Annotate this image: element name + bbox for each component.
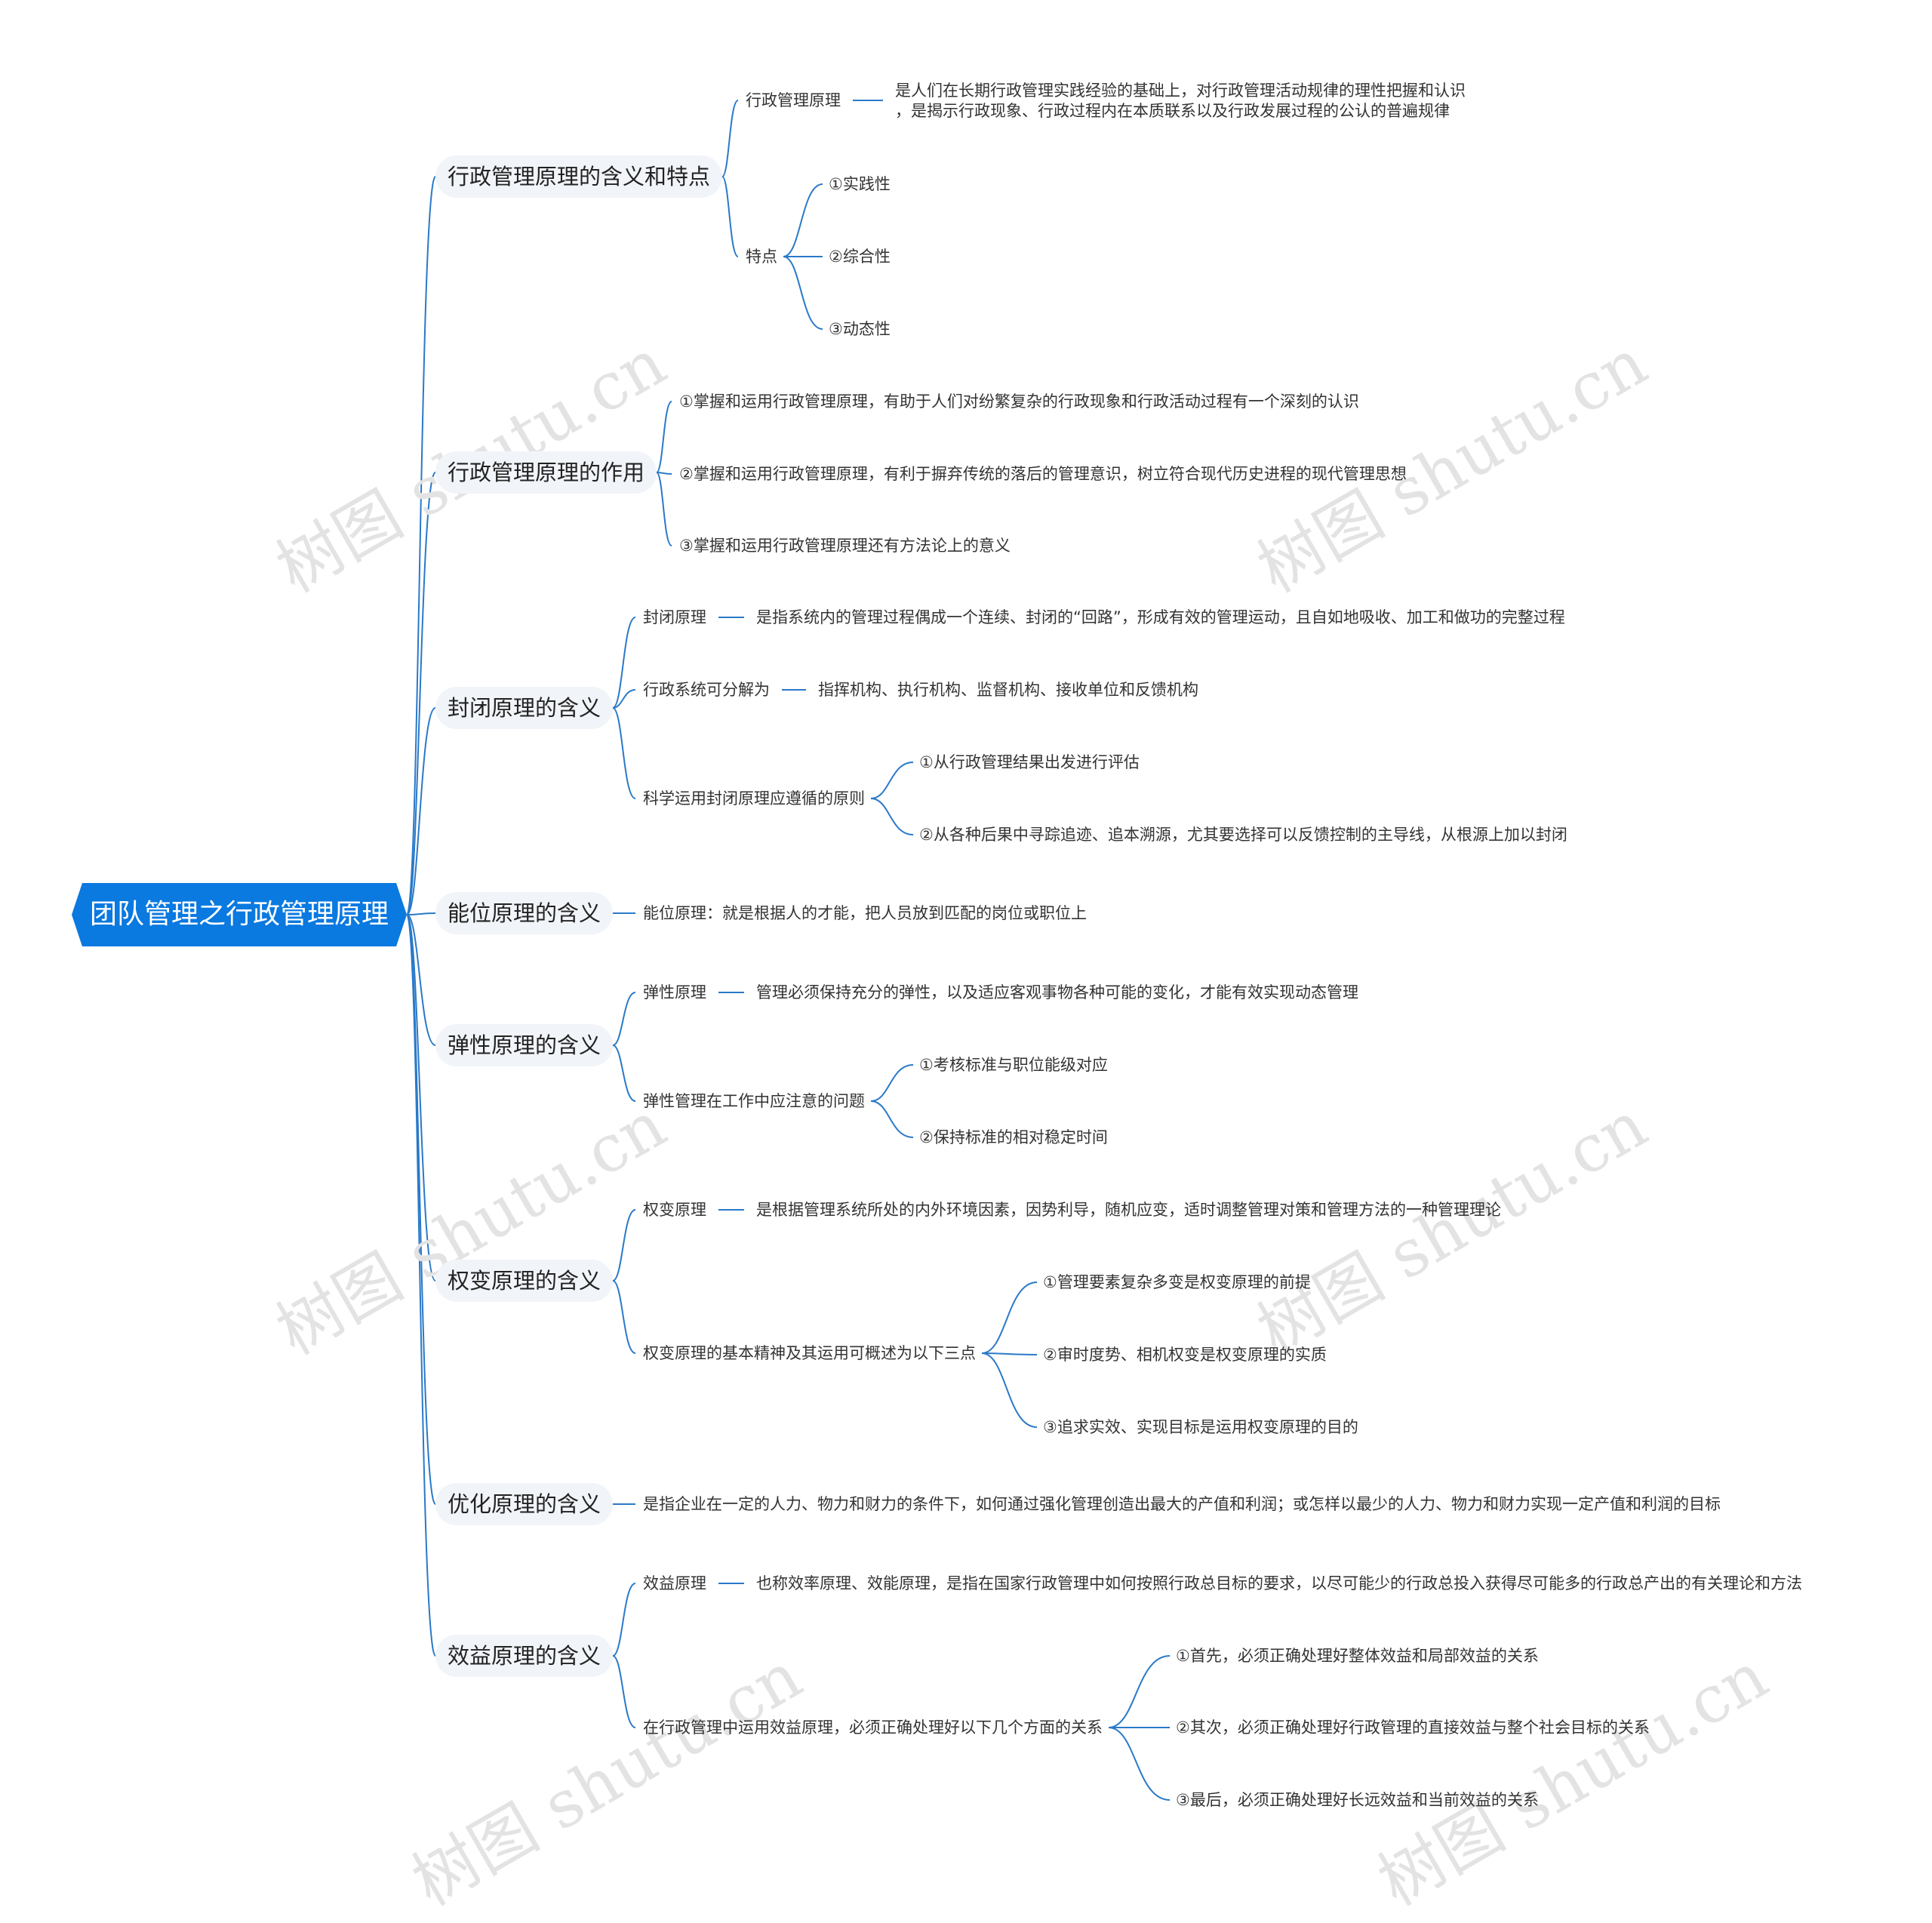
connector-line [406, 707, 436, 915]
branch-topic[interactable]: 封闭原理的含义 [435, 687, 614, 729]
connector-line [1108, 1727, 1171, 1801]
detail-node[interactable]: 指挥机构、执行机构、监督机构、接收单位和反馈机构 [818, 681, 1198, 699]
detail-node[interactable]: ②其次，必须正确处理好行政管理的直接效益与整个社会目标的关系 [1176, 1718, 1650, 1737]
detail-node[interactable]: ③动态性 [829, 320, 891, 338]
connector-line [612, 1280, 636, 1354]
connector-line [406, 472, 436, 915]
branch-topic[interactable]: 行政管理原理的作用 [435, 451, 657, 494]
connector-line [406, 176, 436, 915]
subtopic-node[interactable]: 是指企业在一定的人力、物力和财力的条件下，如何通过强化管理创造出最大的产值和利润… [643, 1495, 1721, 1513]
subtopic-node[interactable]: 行政系统可分解为 [643, 681, 770, 699]
connector-line [1108, 1655, 1171, 1728]
connector-line [612, 1583, 636, 1657]
detail-node[interactable]: ①考核标准与职位能级对应 [919, 1056, 1108, 1074]
subtopic-node[interactable]: 特点 [746, 248, 777, 266]
detail-node[interactable]: ②保持标准的相对稳定时间 [919, 1128, 1108, 1146]
detail-node[interactable]: ①首先，必须正确处理好整体效益和局部效益的关系 [1176, 1647, 1539, 1665]
branch-topic[interactable]: 弹性原理的含义 [435, 1024, 614, 1066]
subtopic-node[interactable]: ①掌握和运用行政管理原理，有助于人们对纷繁复杂的行政现象和行政活动过程有一个深刻… [679, 392, 1359, 411]
subtopic-node[interactable]: 权变原理 [643, 1201, 706, 1219]
detail-node-line2[interactable]: ，是揭示行政现象、行政过程内在本质联系以及行政发展过程的公认的普遍规律 [895, 102, 1450, 120]
branch-topic[interactable]: 优化原理的含义 [435, 1483, 614, 1525]
connector-line [870, 762, 914, 799]
connector-line [612, 617, 636, 709]
detail-node[interactable]: 是人们在长期行政管理实践经验的基础上，对行政管理活动规律的理性把握和认识 [895, 82, 1466, 100]
detail-node[interactable]: 是指系统内的管理过程偶成一个连续、封闭的“回路”，形成有效的管理运动，且自如地吸… [756, 608, 1565, 626]
connector-line [406, 912, 436, 915]
branch-topic[interactable]: 能位原理的含义 [435, 892, 614, 934]
detail-node[interactable]: ①实践性 [829, 175, 891, 193]
subtopic-node[interactable]: 权变原理的基本精神及其运用可概述为以下三点 [643, 1344, 976, 1362]
connector-line [981, 1352, 1038, 1355]
detail-node[interactable]: 管理必须保持充分的弹性，以及适应客观事物各种可能的变化，才能有效实现动态管理 [756, 983, 1358, 1001]
connector-line [721, 100, 739, 177]
connector-line [406, 914, 436, 1281]
detail-node[interactable]: ②综合性 [829, 248, 891, 266]
connector-lines [406, 100, 1171, 1801]
detail-node[interactable]: 是根据管理系统所处的内外环境因素，因势利导，随机应变，适时调整管理对策和管理方法… [756, 1201, 1501, 1219]
subtopic-node[interactable]: 在行政管理中运用效益原理，必须正确处理好以下几个方面的关系 [643, 1718, 1103, 1737]
connector-line [783, 256, 823, 330]
subtopic-node[interactable]: 效益原理 [643, 1574, 706, 1592]
connector-line [870, 798, 914, 835]
connector-line [981, 1352, 1038, 1428]
connector-line [612, 1209, 636, 1281]
root-topic[interactable]: 团队管理之行政管理原理 [72, 883, 407, 946]
connector-line [783, 183, 823, 257]
detail-node[interactable]: ③最后，必须正确处理好长远效益和当前效益的关系 [1176, 1791, 1539, 1809]
connector-line [721, 176, 739, 257]
connector-line [406, 914, 436, 1505]
subtopic-node[interactable]: 科学运用封闭原理应遵循的原则 [643, 789, 865, 808]
detail-node[interactable]: ②从各种后果中寻踪追迹、追本溯源，尤其要选择可以反馈控制的主导线，从根源上加以封… [919, 826, 1567, 844]
detail-node[interactable]: 也称效率原理、效能原理，是指在国家行政管理中如何按照行政总目标的要求，以尽可能少… [756, 1574, 1802, 1592]
detail-node[interactable]: ①管理要素复杂多变是权变原理的前提 [1043, 1273, 1311, 1291]
subtopic-node[interactable]: ③掌握和运用行政管理原理还有方法论上的意义 [679, 537, 1011, 555]
subtopic-node[interactable]: ②掌握和运用行政管理原理，有利于摒弃传统的落后的管理意识，树立符合现代历史进程的… [679, 465, 1407, 483]
subtopic-node[interactable]: 弹性管理在工作中应注意的问题 [643, 1092, 865, 1110]
detail-node[interactable]: ③追求实效、实现目标是运用权变原理的目的 [1043, 1418, 1358, 1436]
connector-line [612, 707, 636, 799]
branch-topic[interactable]: 效益原理的含义 [435, 1635, 614, 1677]
branch-topic[interactable]: 行政管理原理的含义和特点 [435, 155, 723, 198]
connector-line [656, 472, 672, 475]
subtopic-node[interactable]: 能位原理：就是根据人的才能，把人员放到匹配的岗位或职位上 [643, 904, 1087, 922]
connector-line [406, 914, 436, 1657]
connector-line [406, 914, 436, 1046]
connector-line [612, 992, 636, 1046]
connector-line [612, 1045, 636, 1102]
detail-node[interactable]: ②审时度势、相机权变是权变原理的实质 [1043, 1346, 1327, 1364]
connector-line [870, 1064, 914, 1102]
connector-line [656, 401, 672, 473]
detail-node[interactable]: ①从行政管理结果出发进行评估 [919, 753, 1140, 771]
subtopic-node[interactable]: 行政管理原理 [746, 91, 841, 109]
connector-line [612, 1655, 636, 1728]
subtopic-node[interactable]: 封闭原理 [643, 608, 706, 626]
subtopic-node[interactable]: 弹性原理 [643, 983, 706, 1001]
connector-line [656, 472, 672, 546]
connector-line [981, 1281, 1038, 1354]
branch-topic[interactable]: 权变原理的含义 [435, 1260, 614, 1302]
connector-line [612, 689, 636, 709]
connector-line [870, 1100, 914, 1138]
